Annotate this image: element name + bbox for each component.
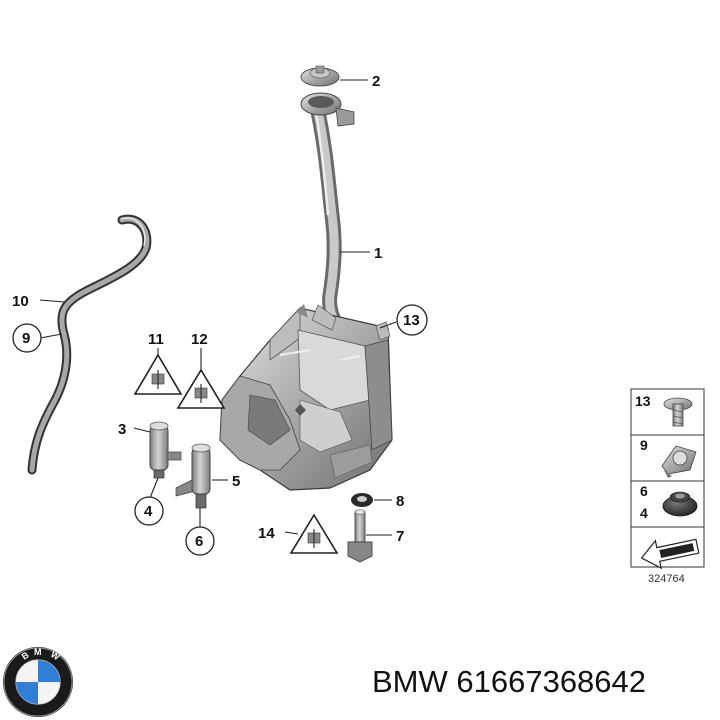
filler-neck [300,92,355,338]
legend-label-4: 4 [640,505,648,521]
callout-1: 1 [374,245,382,262]
electrostatic-warning-12 [176,368,226,409]
callout-5: 5 [232,473,240,490]
callout-6-circle [185,526,215,556]
service-arrow-icon [640,538,700,570]
callout-12: 12 [191,331,208,348]
legend-label-9: 9 [640,437,648,453]
callout-14: 14 [258,525,275,542]
svg-text:M: M [34,647,42,657]
callout-11: 11 [148,331,164,348]
washer-pump-front [149,421,182,479]
hose-clip-icon [661,445,697,478]
washer-hose [27,214,152,475]
callout-3: 3 [118,421,126,438]
callout-4: 4 [144,503,153,520]
legend-label-13: 13 [635,393,651,409]
svg-text:B: B [20,650,31,662]
washer-reservoir [219,304,393,491]
leader-lines [39,79,397,536]
rubber-grommet-icon [662,491,698,517]
screw-icon [663,397,693,427]
washer-pump-rear [175,443,211,509]
callout-9: 9 [22,330,30,347]
callout-2: 2 [372,73,380,90]
callout-6: 6 [195,533,203,550]
filler-cap [300,65,340,87]
callout-10: 10 [12,293,29,310]
electrostatic-warning-14 [289,513,339,554]
electrostatic-warning-11 [133,353,183,395]
drawing-number: 324764 [648,573,685,585]
callout-7: 7 [396,528,404,545]
callout-4-circle [134,496,164,526]
callout-13-circle [396,304,428,336]
grommet [351,493,373,507]
level-sensor [347,509,373,563]
callout-9-circle [12,323,42,353]
legend-label-6: 6 [640,483,648,499]
part-number-caption: BMW 61667368642 [372,664,647,699]
small-parts-legend: 13 9 6 4 324764 [630,388,705,585]
bmw-logo-icon: B M W [3,647,73,717]
callout-13: 13 [403,312,420,329]
callout-8: 8 [396,493,404,510]
